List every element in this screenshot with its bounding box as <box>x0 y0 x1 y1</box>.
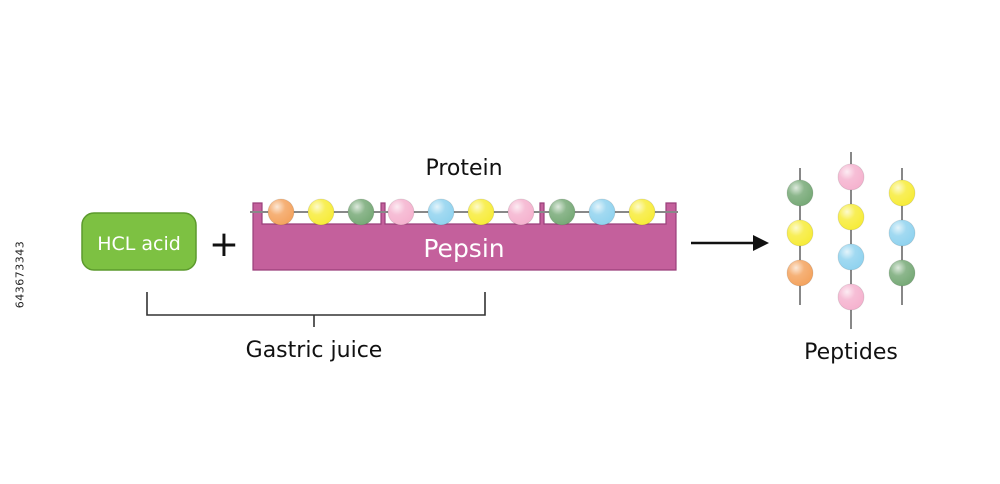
protein-bead-pink <box>507 198 535 226</box>
peptide-bead <box>837 243 865 271</box>
peptide-bead <box>786 179 814 207</box>
gastric-juice-bracket <box>146 292 486 327</box>
pepsin-enzyme: Pepsin <box>252 202 677 271</box>
protein-bead-yellow <box>628 198 656 226</box>
peptides-group <box>786 152 916 329</box>
peptide-bead <box>786 219 814 247</box>
hcl-acid-box: HCL acid <box>81 212 197 271</box>
protein-bead-blue <box>427 198 455 226</box>
reaction-arrow <box>691 235 769 251</box>
protein-chain <box>250 198 678 226</box>
protein-bead-green <box>548 198 576 226</box>
protein-bead-yellow <box>307 198 335 226</box>
peptide-bead <box>888 179 916 207</box>
protein-bead-yellow <box>467 198 495 226</box>
pepsin-label: Pepsin <box>423 234 504 263</box>
protein-bead-blue <box>588 198 616 226</box>
peptide-bead <box>888 219 916 247</box>
plus-sign: + <box>209 224 239 265</box>
protein-label: Protein <box>425 156 502 181</box>
peptide-bead <box>837 163 865 191</box>
protein-bead-orange <box>267 198 295 226</box>
protein-bead-pink <box>387 198 415 226</box>
protein-bead-green <box>347 198 375 226</box>
hcl-acid-label: HCL acid <box>97 233 181 255</box>
peptide-bead <box>888 259 916 287</box>
peptide-bead <box>837 203 865 231</box>
gastric-juice-label: Gastric juice <box>246 338 383 363</box>
side-id-text: 643673343 <box>13 240 27 309</box>
peptide-bead <box>786 259 814 287</box>
peptides-label: Peptides <box>804 340 898 365</box>
peptide-bead <box>837 283 865 311</box>
